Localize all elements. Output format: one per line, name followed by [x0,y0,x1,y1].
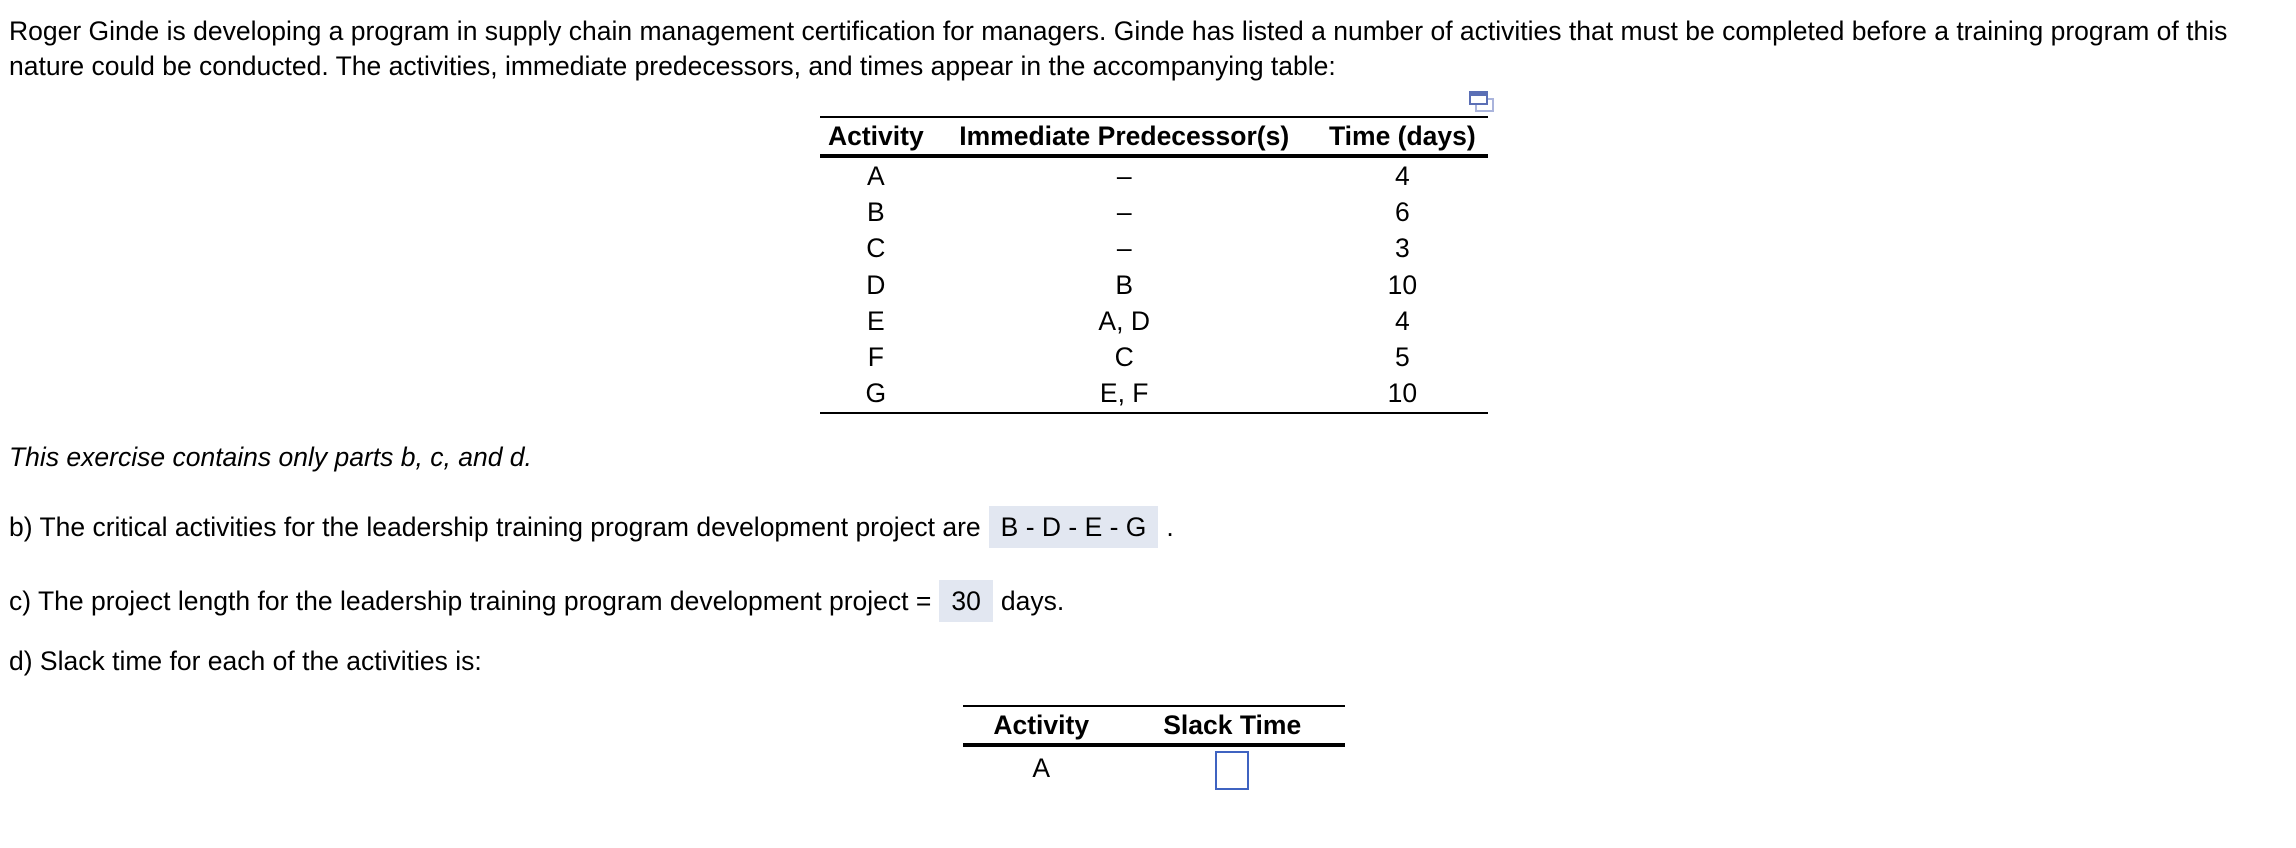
exercise-note: This exercise contains only parts b, c, … [9,442,532,472]
cell-activity: A [867,160,885,191]
table-row: A [963,745,1345,799]
part-b-prompt: b) The critical activities for the leade… [9,511,981,542]
header-activity: Activity [827,120,924,151]
cell-time: 6 [1394,196,1410,227]
cell-activity: C [866,233,886,264]
cell-predecessors: – [1116,196,1132,227]
part-c-prompt: c) The project length for the leadership… [9,585,932,616]
cell-time: 10 [1387,378,1418,409]
activity-table: Activity Immediate Predecessor(s) Time (… [820,116,1488,414]
problem-intro: Roger Ginde is developing a program in s… [9,16,2228,81]
header-time: Time (days) [1328,120,1476,151]
cell-predecessors: C [1114,342,1134,373]
table-header-row: Activity Immediate Predecessor(s) Time (… [820,117,1488,156]
cell-slack [1119,745,1345,799]
table-row: E A, D 4 [820,303,1488,339]
header-activity: Activity [993,709,1090,740]
table-row: G E, F 10 [820,376,1488,414]
slack-header-row: Activity Slack Time [963,706,1345,745]
cell-predecessors: – [1116,233,1132,264]
table-row: C – 3 [820,231,1488,267]
cell-activity: G [865,378,887,409]
cell-activity: E [867,305,885,336]
table-row: A – 4 [820,156,1488,194]
cell-predecessors: – [1116,160,1132,191]
cell-activity: F [867,342,884,373]
cell-activity: D [866,269,886,300]
part-b-suffix: . [1166,511,1174,542]
cell-activity: A [1032,753,1051,783]
cell-predecessors: E, F [1099,378,1149,409]
table-row: B – 6 [820,194,1488,230]
popout-window-icon[interactable] [1469,89,1495,112]
header-predecessors: Immediate Predecessor(s) [959,120,1290,151]
cell-time: 3 [1394,233,1410,264]
header-slack-time: Slack Time [1163,709,1302,740]
table-row: D B 10 [820,267,1488,303]
table-row: F C 5 [820,339,1488,375]
cell-predecessors: B [1115,269,1134,300]
slack-input-a[interactable] [1215,751,1250,790]
part-b: b) The critical activities for the leade… [9,506,1174,548]
project-length-answer[interactable]: 30 [939,580,993,622]
cell-predecessors: A, D [1098,305,1150,336]
cell-time: 5 [1394,342,1410,373]
cell-time: 4 [1394,305,1410,336]
slack-table: Activity Slack Time A [963,705,1345,799]
part-d-prompt: d) Slack time for each of the activities… [9,646,482,676]
cell-activity: B [867,196,885,227]
critical-activities-answer[interactable]: B - D - E - G [988,506,1159,548]
part-c: c) The project length for the leadership… [9,580,1064,622]
part-c-suffix: days. [1000,585,1065,616]
cell-time: 10 [1387,269,1418,300]
cell-time: 4 [1394,160,1410,191]
